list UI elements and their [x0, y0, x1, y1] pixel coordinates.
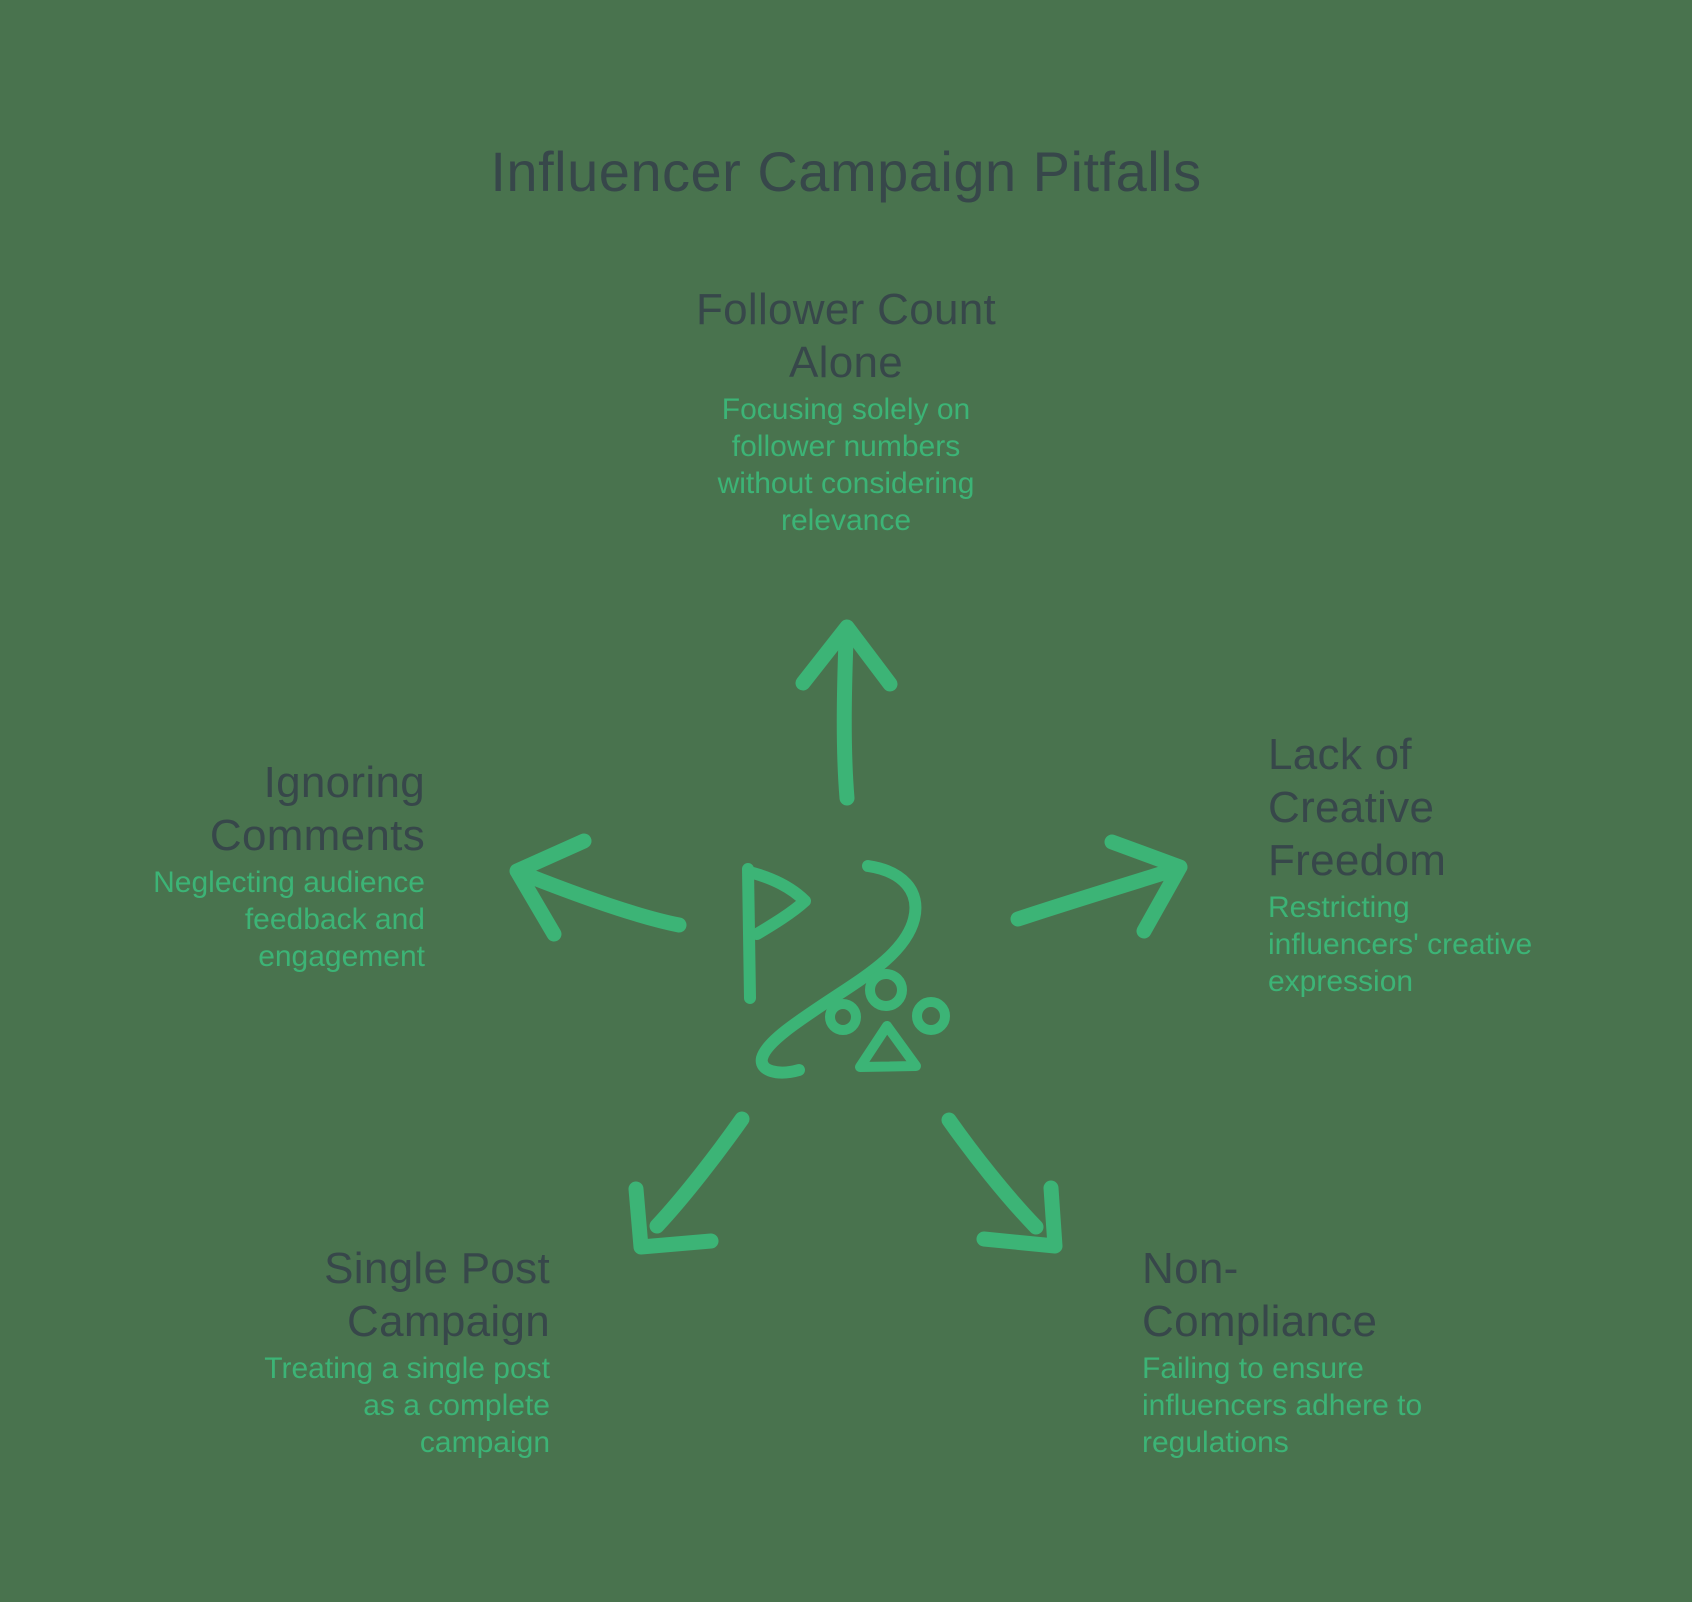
arrow-right-icon	[1010, 834, 1188, 939]
center-icon	[742, 860, 950, 1079]
item-description: Failing to ensure influencers adhere to …	[1142, 1352, 1423, 1459]
flag-icon	[742, 863, 811, 1004]
item-lack-of-creative-freedom: Lack of Creative Freedom Restricting inf…	[1268, 728, 1668, 1000]
item-follower-count-alone: Follower Count Alone Focusing solely on …	[596, 283, 1096, 539]
item-description: Focusing solely on follower numbers with…	[717, 393, 975, 537]
arrow-down-right-icon	[941, 1112, 1063, 1254]
item-heading: Single Post Campaign	[324, 1244, 550, 1346]
item-non-compliance: Non- Compliance Failing to ensure influe…	[1142, 1242, 1562, 1461]
arrow-left-icon	[509, 833, 687, 942]
paw-print-icon	[825, 969, 950, 1072]
arrow-down-left-icon	[628, 1111, 750, 1255]
winding-path-icon	[755, 860, 922, 1079]
arrow-up-icon	[795, 619, 898, 806]
item-single-post-campaign: Single Post Campaign Treating a single p…	[130, 1242, 550, 1461]
item-heading: Follower Count Alone	[695, 285, 997, 387]
item-heading: Non- Compliance	[1142, 1244, 1378, 1346]
item-description: Restricting influencers' creative expres…	[1268, 891, 1533, 998]
item-description: Treating a single post as a complete cam…	[264, 1352, 550, 1459]
item-heading: Lack of Creative Freedom	[1268, 730, 1447, 885]
diagram-title: Influencer Campaign Pitfalls	[490, 140, 1202, 203]
item-heading: Ignoring Comments	[209, 758, 425, 860]
item-ignoring-comments: Ignoring Comments Neglecting audience fe…	[25, 756, 425, 975]
item-description: Neglecting audience feedback and engagem…	[153, 866, 425, 973]
